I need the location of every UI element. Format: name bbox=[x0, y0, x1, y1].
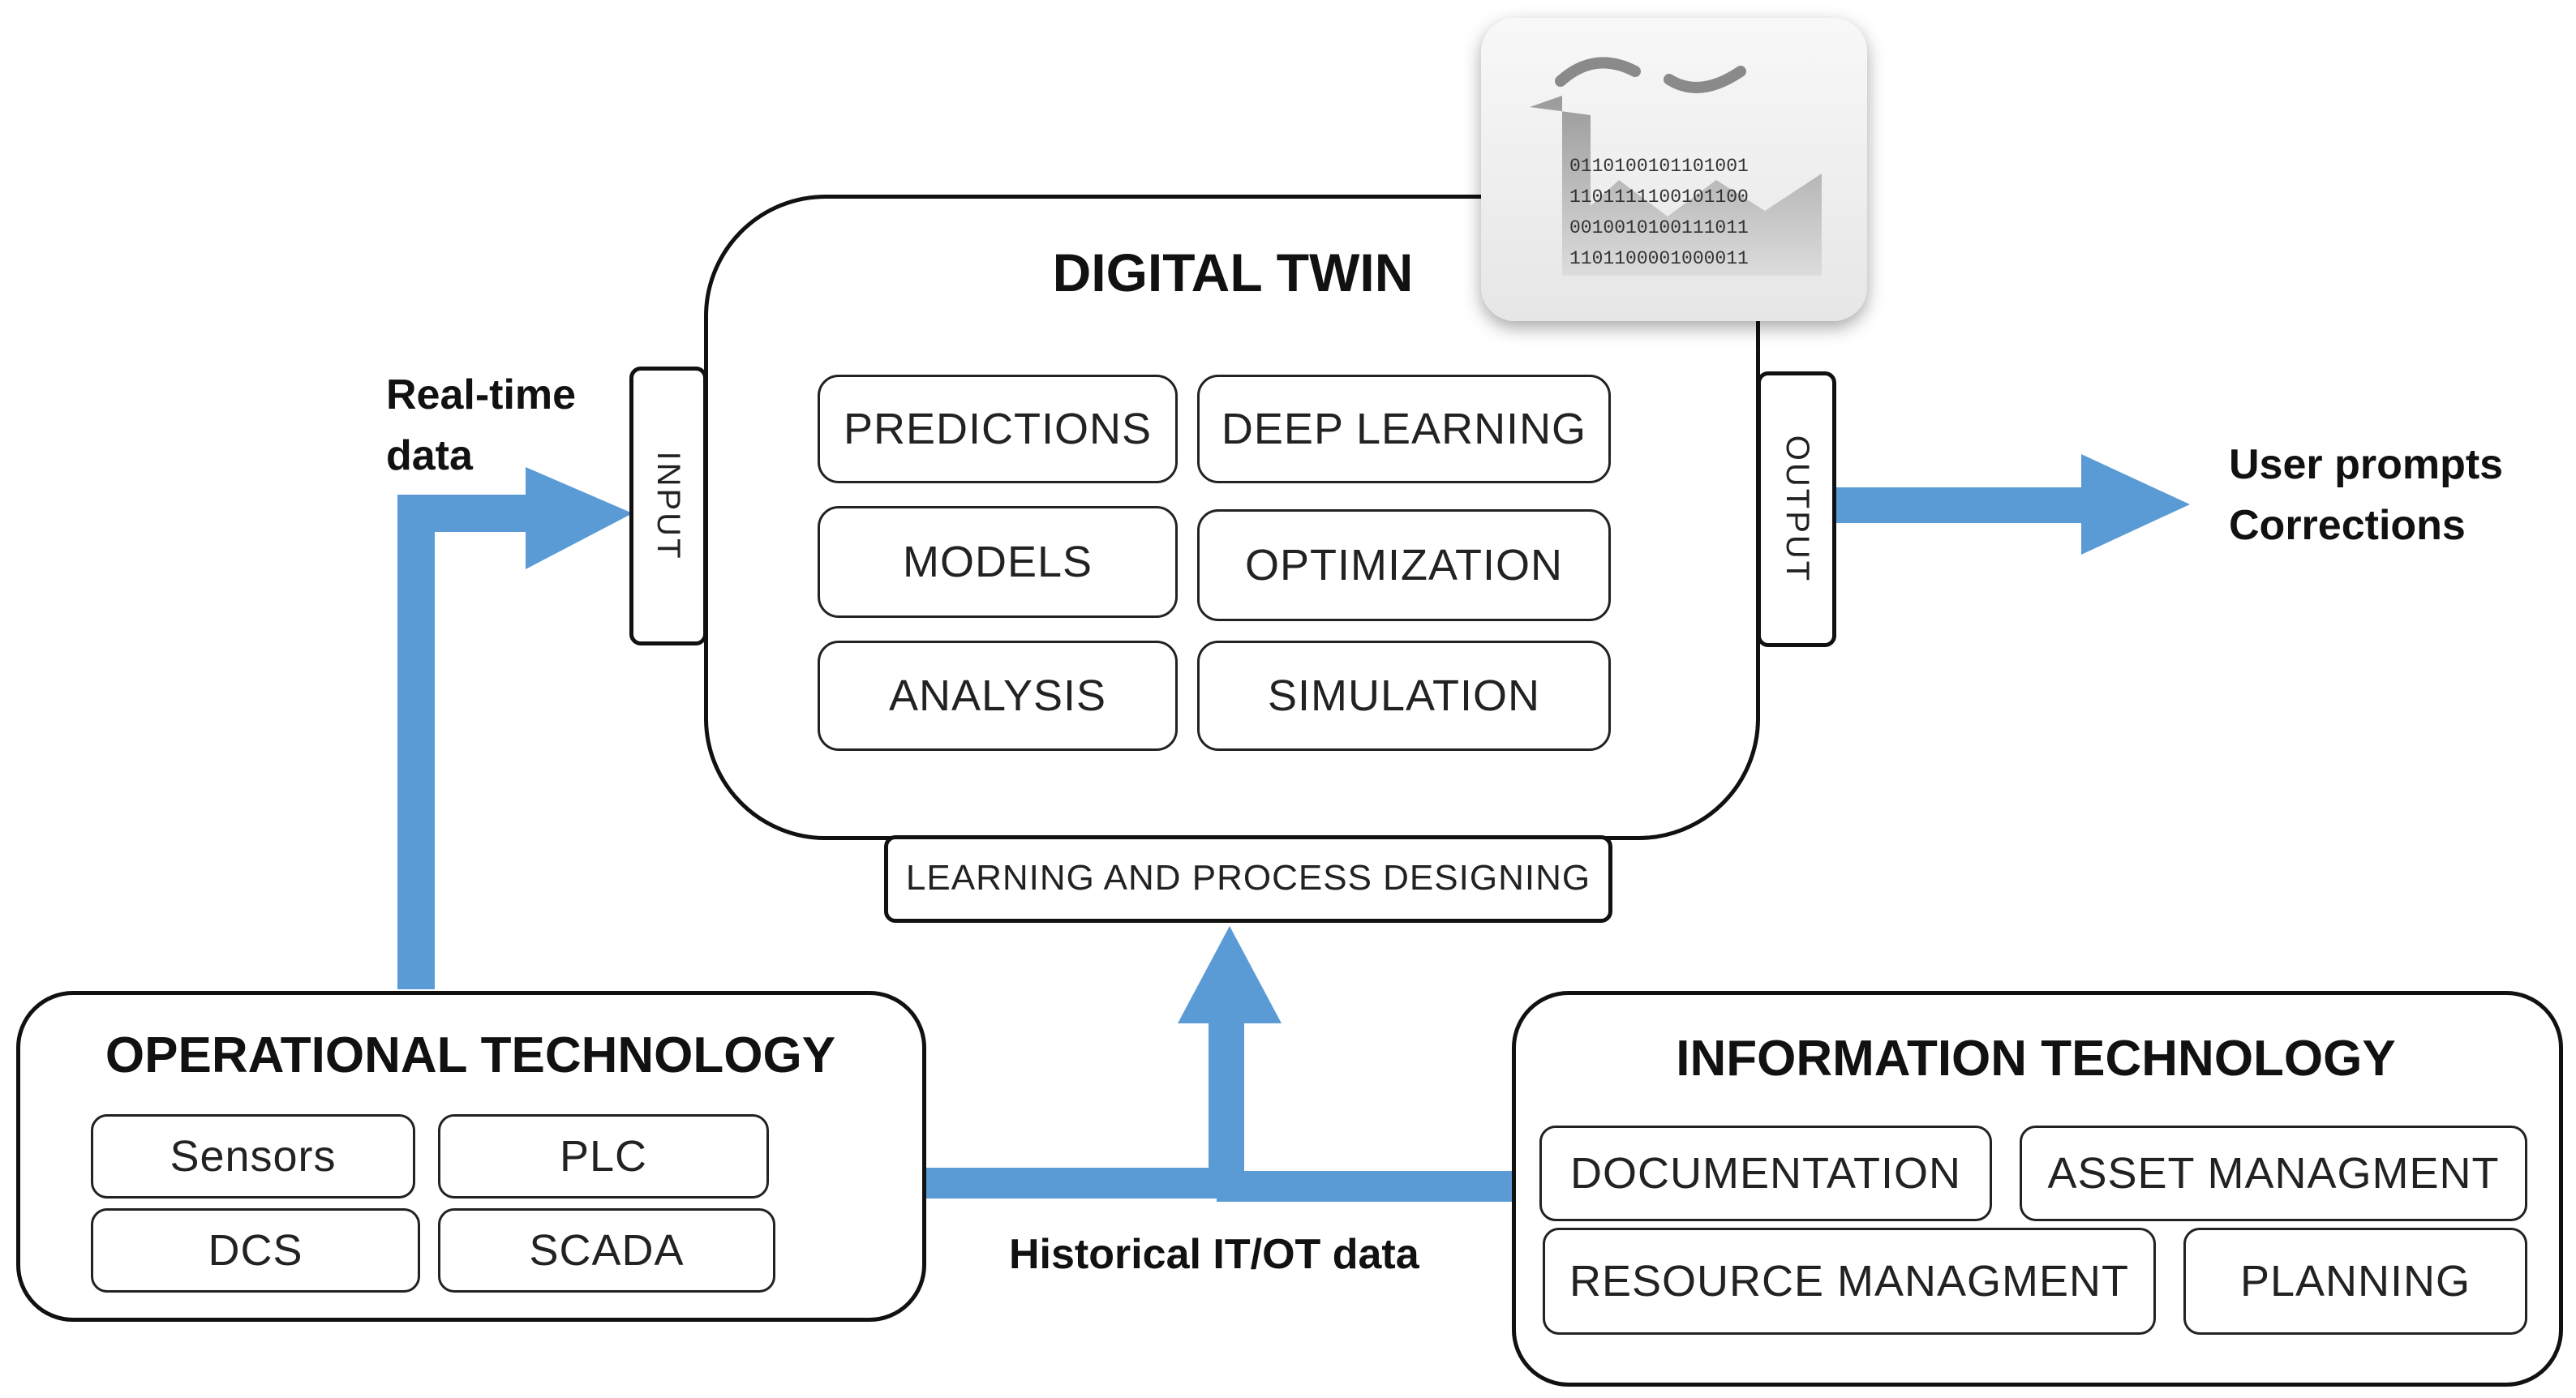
it-item-planning: PLANNING bbox=[2183, 1228, 2527, 1335]
historical-arrow-head bbox=[1178, 926, 1282, 1023]
module-models: MODELS bbox=[818, 506, 1178, 618]
operational-technology-title: OPERATIONAL TECHNOLOGY bbox=[105, 1027, 836, 1083]
binary-line: 0010010100111011 bbox=[1569, 217, 1749, 238]
user-label-line: Corrections bbox=[2229, 502, 2466, 550]
input-tab bbox=[629, 367, 707, 645]
binary-line: 1101111100101100 bbox=[1569, 187, 1749, 208]
realtime-label-line: Real-time bbox=[386, 371, 577, 418]
digital-twin-title: DIGITAL TWIN bbox=[1052, 242, 1414, 302]
binary-line: 1101100001000011 bbox=[1569, 248, 1749, 269]
ot-item-dcs: DCS bbox=[91, 1208, 420, 1293]
output-label: OUTPUT bbox=[1780, 435, 1816, 584]
user-label-line: User prompts bbox=[2229, 441, 2504, 488]
module-deep-learning: DEEP LEARNING bbox=[1197, 375, 1611, 483]
binary-code-lines: 0110100101101001 1101111100101100 00100101… bbox=[1569, 151, 1749, 274]
historical-bus-left bbox=[926, 1168, 1221, 1199]
output-arrow-head bbox=[2081, 454, 2190, 555]
module-optimization: OPTIMIZATION bbox=[1197, 509, 1611, 621]
historical-bus-right bbox=[1217, 1171, 1512, 1202]
information-technology-title: INFORMATION TECHNOLOGY bbox=[1676, 1031, 2396, 1087]
module-predictions: PREDICTIONS bbox=[818, 375, 1178, 483]
output-tab bbox=[1757, 371, 1836, 647]
it-item-documentation: DOCUMENTATION bbox=[1539, 1126, 1992, 1221]
ot-item-sensors: Sensors bbox=[91, 1114, 415, 1199]
output-arrow-shaft bbox=[1835, 487, 2094, 523]
ot-item-scada: SCADA bbox=[438, 1208, 775, 1293]
factory-binary-icon bbox=[1481, 18, 1867, 321]
learning-process-label: LEARNING AND PROCESS DESIGNING bbox=[905, 858, 1591, 898]
realtime-data-label: Real-time data bbox=[386, 365, 576, 487]
module-simulation: SIMULATION bbox=[1197, 641, 1611, 751]
binary-line: 0110100101101001 bbox=[1569, 156, 1749, 177]
module-analysis: ANALYSIS bbox=[818, 641, 1178, 751]
user-prompts-label: User prompts Corrections bbox=[2229, 435, 2503, 557]
realtime-label-line: data bbox=[386, 432, 473, 480]
learning-process-bar bbox=[884, 835, 1612, 923]
input-label: INPUT bbox=[650, 451, 687, 561]
realtime-arrow-vertical bbox=[397, 495, 435, 989]
ot-item-plc: PLC bbox=[438, 1114, 769, 1199]
historical-arrow-shaft bbox=[1209, 1014, 1244, 1174]
it-item-resource-managment: RESOURCE MANAGMENT bbox=[1543, 1228, 2156, 1335]
realtime-arrow-head bbox=[526, 467, 633, 569]
it-item-asset-managment: ASSET MANAGMENT bbox=[2020, 1126, 2527, 1221]
historical-data-label: Historical IT/OT data bbox=[1009, 1231, 1419, 1278]
